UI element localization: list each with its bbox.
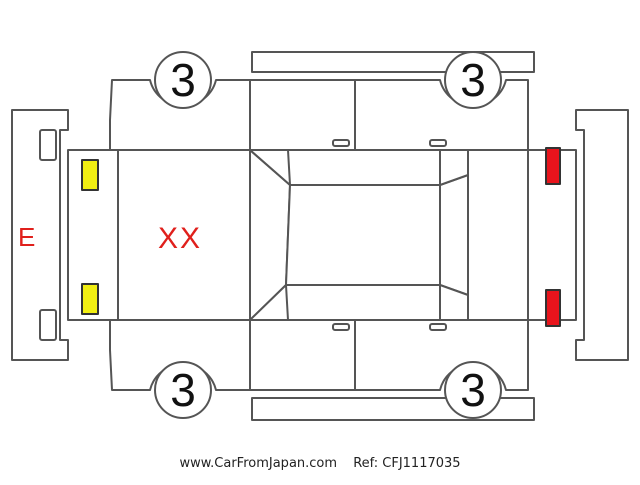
tire-front-right <box>154 361 212 419</box>
trunk <box>467 149 529 321</box>
front-marker-label: E <box>18 222 35 252</box>
taillight-right <box>545 289 561 327</box>
tire-rear-left-grade: 3 <box>460 54 486 106</box>
taillight-left <box>545 147 561 185</box>
footer-ref: Ref: CFJ1117035 <box>353 456 461 471</box>
headlight-right <box>81 283 99 315</box>
tire-rear-right <box>444 361 502 419</box>
rear-window <box>439 174 469 296</box>
roof <box>285 184 441 286</box>
tire-front-right-grade: 3 <box>170 364 196 416</box>
front-bumper <box>11 109 69 361</box>
tire-front-left-grade: 3 <box>170 54 196 106</box>
footer-site: www.CarFromJapan.com <box>179 456 338 471</box>
hood-damage-code: XX <box>158 222 202 255</box>
tire-rear-left <box>444 51 502 109</box>
car-body-top <box>67 149 577 321</box>
rear-bumper <box>575 109 629 361</box>
tire-front-left <box>154 51 212 109</box>
footer-watermark: www.CarFromJapan.com Ref: CFJ1117035 <box>0 456 640 471</box>
headlight-left <box>81 159 99 191</box>
tire-rear-right-grade: 3 <box>460 364 486 416</box>
